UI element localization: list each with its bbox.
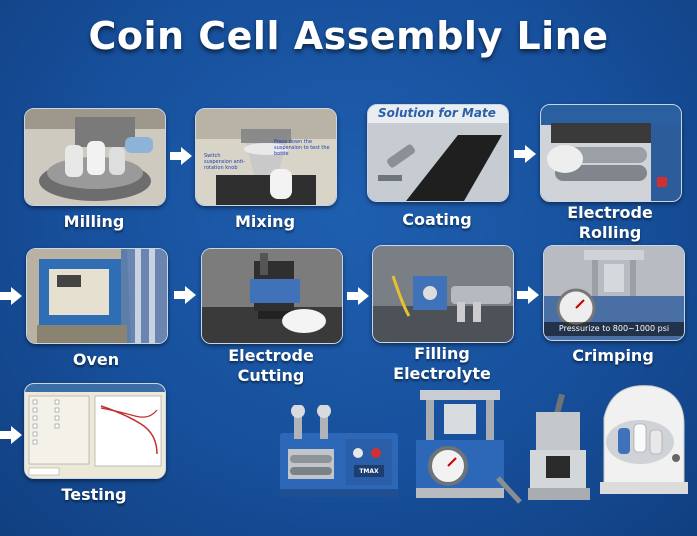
step-label-testing: Testing xyxy=(61,485,127,504)
right-arrow-icon xyxy=(347,287,369,305)
right-arrow-icon xyxy=(170,147,192,165)
page-title: Coin Cell Assembly Line xyxy=(88,14,609,58)
filling-electrolyte-photo xyxy=(372,245,514,343)
ball-mill-machine xyxy=(592,378,690,500)
right-arrow-icon xyxy=(517,286,539,304)
right-arrow-icon xyxy=(174,286,196,304)
step-label-coating: Coating xyxy=(402,210,472,229)
crimping-photo: Pressurize to 800~1000 psi xyxy=(543,245,685,341)
step-label-crimping: Crimping xyxy=(572,346,654,365)
crimping-machine xyxy=(412,388,524,504)
coating-banner-text: Solution for Mate xyxy=(378,106,496,120)
electrode-cutting-photo xyxy=(201,248,343,344)
step-label-filling-electrolyte: Filling Electrolyte xyxy=(393,344,491,383)
mixing-caption-a: Press down the suspension to test the bo… xyxy=(274,139,330,157)
mixing-caption-b: Switch suspension anti-rotation knob xyxy=(204,153,245,171)
right-arrow-icon xyxy=(0,426,22,444)
step-label-oven: Oven xyxy=(72,350,120,369)
right-arrow-icon xyxy=(0,287,22,305)
coating-photo: Solution for Mate xyxy=(367,104,509,202)
testing-screenshot xyxy=(24,383,166,479)
oven-photo xyxy=(26,248,168,344)
roller-press-machine: TMAX xyxy=(276,404,402,500)
mixing-photo: Press down the suspension to test the bo… xyxy=(195,108,337,206)
electrode-rolling-photo xyxy=(540,104,682,202)
roller-brand-text: TMAX xyxy=(359,468,379,475)
crimping-caption: Pressurize to 800~1000 psi xyxy=(544,322,684,336)
milling-photo xyxy=(24,108,166,206)
right-arrow-icon xyxy=(514,145,536,163)
step-label-electrode-cutting: Electrode Cutting xyxy=(228,346,314,385)
step-label-milling: Milling xyxy=(63,212,125,231)
step-label-electrode-rolling: Electrode Rolling xyxy=(567,203,653,242)
cutting-machine xyxy=(526,392,594,502)
step-label-mixing: Mixing xyxy=(234,212,296,231)
